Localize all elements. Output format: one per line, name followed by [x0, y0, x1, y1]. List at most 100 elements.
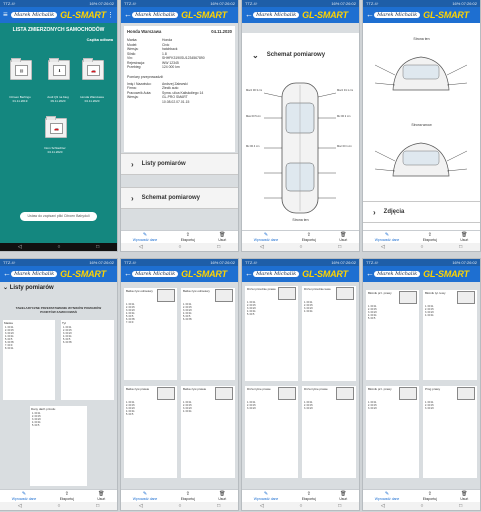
nav-delete[interactable]: 🗑Usuń — [460, 231, 469, 242]
back-icon[interactable]: ◁ — [17, 503, 22, 509]
section-header[interactable]: ⌄ Listy pomiarów — [3, 285, 54, 291]
measure-label: Mx 00 2 cm — [337, 115, 351, 118]
field-row: Wersja:hatchback — [127, 47, 178, 51]
nav-delete[interactable]: 🗑Usuń — [97, 490, 106, 501]
recents-icon[interactable]: □ — [338, 503, 342, 509]
car-date: 04.11.2020 — [211, 29, 232, 34]
nav-delete[interactable]: 🗑Usuń — [339, 231, 348, 242]
pencil-icon: ✎ — [384, 490, 390, 497]
back-arrow-icon[interactable]: ← — [3, 269, 11, 278]
recents-icon[interactable]: □ — [338, 244, 342, 250]
back-icon[interactable]: ◁ — [17, 244, 22, 250]
car-top-view-diagram — [263, 82, 337, 214]
share-icon: ⇪ — [306, 231, 311, 238]
back-icon[interactable]: ◁ — [380, 244, 385, 250]
share-icon: ⇪ — [427, 231, 432, 238]
back-arrow-icon[interactable]: ← — [245, 10, 253, 19]
nav-delete[interactable]: 🗑Usuń — [460, 490, 469, 501]
folder-item[interactable]: ⬇ — [48, 58, 70, 80]
content-area: ⌄Schemat pomiarowy Mocz 00 3 cm Max 00 5… — [242, 23, 359, 231]
folder-item[interactable]: 🚗 — [45, 116, 67, 138]
recents-icon[interactable]: □ — [459, 244, 463, 250]
back-arrow-icon[interactable]: ← — [124, 269, 132, 278]
panel-thumbnail — [278, 287, 296, 300]
field-row: Przebieg:124 000 km — [127, 65, 180, 69]
home-icon[interactable]: ○ — [178, 244, 182, 250]
recents-icon[interactable]: □ — [96, 244, 100, 250]
nav-export[interactable]: ⇪Eksportuj — [180, 490, 195, 501]
back-icon[interactable]: ◁ — [259, 503, 264, 509]
nav-enter-data[interactable]: ✎Wprowadź dane — [374, 231, 400, 242]
car-rear-view-diagram — [374, 142, 468, 177]
section-measurement-lists[interactable]: ›Listy pomiarów — [121, 153, 238, 175]
home-icon[interactable]: ○ — [299, 244, 303, 250]
measure-label: Mx 00 4 cm — [246, 145, 260, 148]
section-measurement-scheme[interactable]: ›Schemat pomiarowy — [121, 187, 238, 209]
export-button[interactable]: Ustaw do zapisani pliki Citroen Babyduli — [20, 212, 97, 221]
home-icon[interactable]: ○ — [420, 503, 424, 509]
home-icon[interactable]: ○ — [57, 244, 61, 250]
nav-export[interactable]: ⇪Eksportuj — [301, 231, 316, 242]
nav-enter-data[interactable]: ✎Wprowadź dane — [132, 490, 158, 501]
nav-enter-data[interactable]: ✎Wprowadź dane — [11, 490, 37, 501]
more-options-icon[interactable]: ⋮ — [107, 12, 114, 19]
home-icon[interactable]: ○ — [178, 503, 182, 509]
recents-icon[interactable]: □ — [96, 503, 100, 509]
view-caption: Strona wnow — [411, 123, 432, 127]
back-icon[interactable]: ◁ — [138, 503, 143, 509]
measure-label: Mocz 01 1 cm — [337, 89, 354, 92]
nav-delete[interactable]: 🗑Usuń — [218, 231, 227, 242]
section-photos[interactable]: ›Zdjęcia — [363, 201, 480, 223]
nav-export[interactable]: ⇪Eksportuj — [180, 231, 195, 242]
nav-enter-data[interactable]: ✎Wprowadź dane — [374, 490, 400, 501]
nav-enter-data[interactable]: ✎Wprowadź dane — [132, 231, 158, 242]
field-row: Pracownik Auta:Syma. ulica Kaliskoliego … — [127, 90, 204, 95]
recents-icon[interactable]: □ — [459, 503, 463, 509]
nav-enter-data[interactable]: ✎Wprowadź dane — [253, 490, 279, 501]
home-icon[interactable]: ○ — [57, 503, 61, 509]
section-scheme-expanded[interactable]: ⌄Schemat pomiarowy — [242, 45, 359, 65]
folder-item[interactable]: ▤ — [10, 58, 32, 80]
panel-thumbnail — [457, 387, 475, 400]
nav-export[interactable]: ⇪Eksportuj — [59, 490, 74, 501]
recents-icon[interactable]: □ — [217, 503, 221, 509]
home-icon[interactable]: ○ — [299, 503, 303, 509]
back-arrow-icon[interactable]: ← — [366, 269, 374, 278]
nav-enter-data[interactable]: ✎Wprowadź dane — [253, 231, 279, 242]
back-arrow-icon[interactable]: ← — [366, 10, 374, 19]
hamburger-menu-icon[interactable]: ≡ — [3, 10, 8, 19]
share-icon: ⇪ — [427, 490, 432, 497]
nav-export[interactable]: ⇪Eksportuj — [301, 490, 316, 501]
folder-item[interactable]: 🚗 — [82, 58, 104, 80]
nav-delete[interactable]: 🗑Usuń — [339, 490, 348, 501]
field-row: Marka:Honda — [127, 38, 172, 42]
recents-icon[interactable]: □ — [217, 244, 221, 250]
nav-delete[interactable]: 🗑Usuń — [218, 490, 227, 501]
home-icon[interactable]: ○ — [420, 244, 424, 250]
nav-export[interactable]: ⇪Eksportuj — [422, 490, 437, 501]
back-icon[interactable]: ◁ — [259, 244, 264, 250]
folder-label: Dom Schlachter 04.11.2020 — [44, 146, 66, 154]
measure-label: Mocz 00 3 cm — [246, 89, 263, 92]
back-arrow-icon[interactable]: ← — [124, 10, 132, 19]
back-icon[interactable]: ◁ — [380, 503, 385, 509]
sort-dropdown[interactable]: Czątka odłowa — [86, 38, 113, 42]
panel-thumbnail — [157, 387, 175, 400]
back-arrow-icon[interactable]: ← — [245, 269, 253, 278]
nav-export[interactable]: ⇪Eksportuj — [422, 231, 437, 242]
back-icon[interactable]: ◁ — [138, 244, 143, 250]
